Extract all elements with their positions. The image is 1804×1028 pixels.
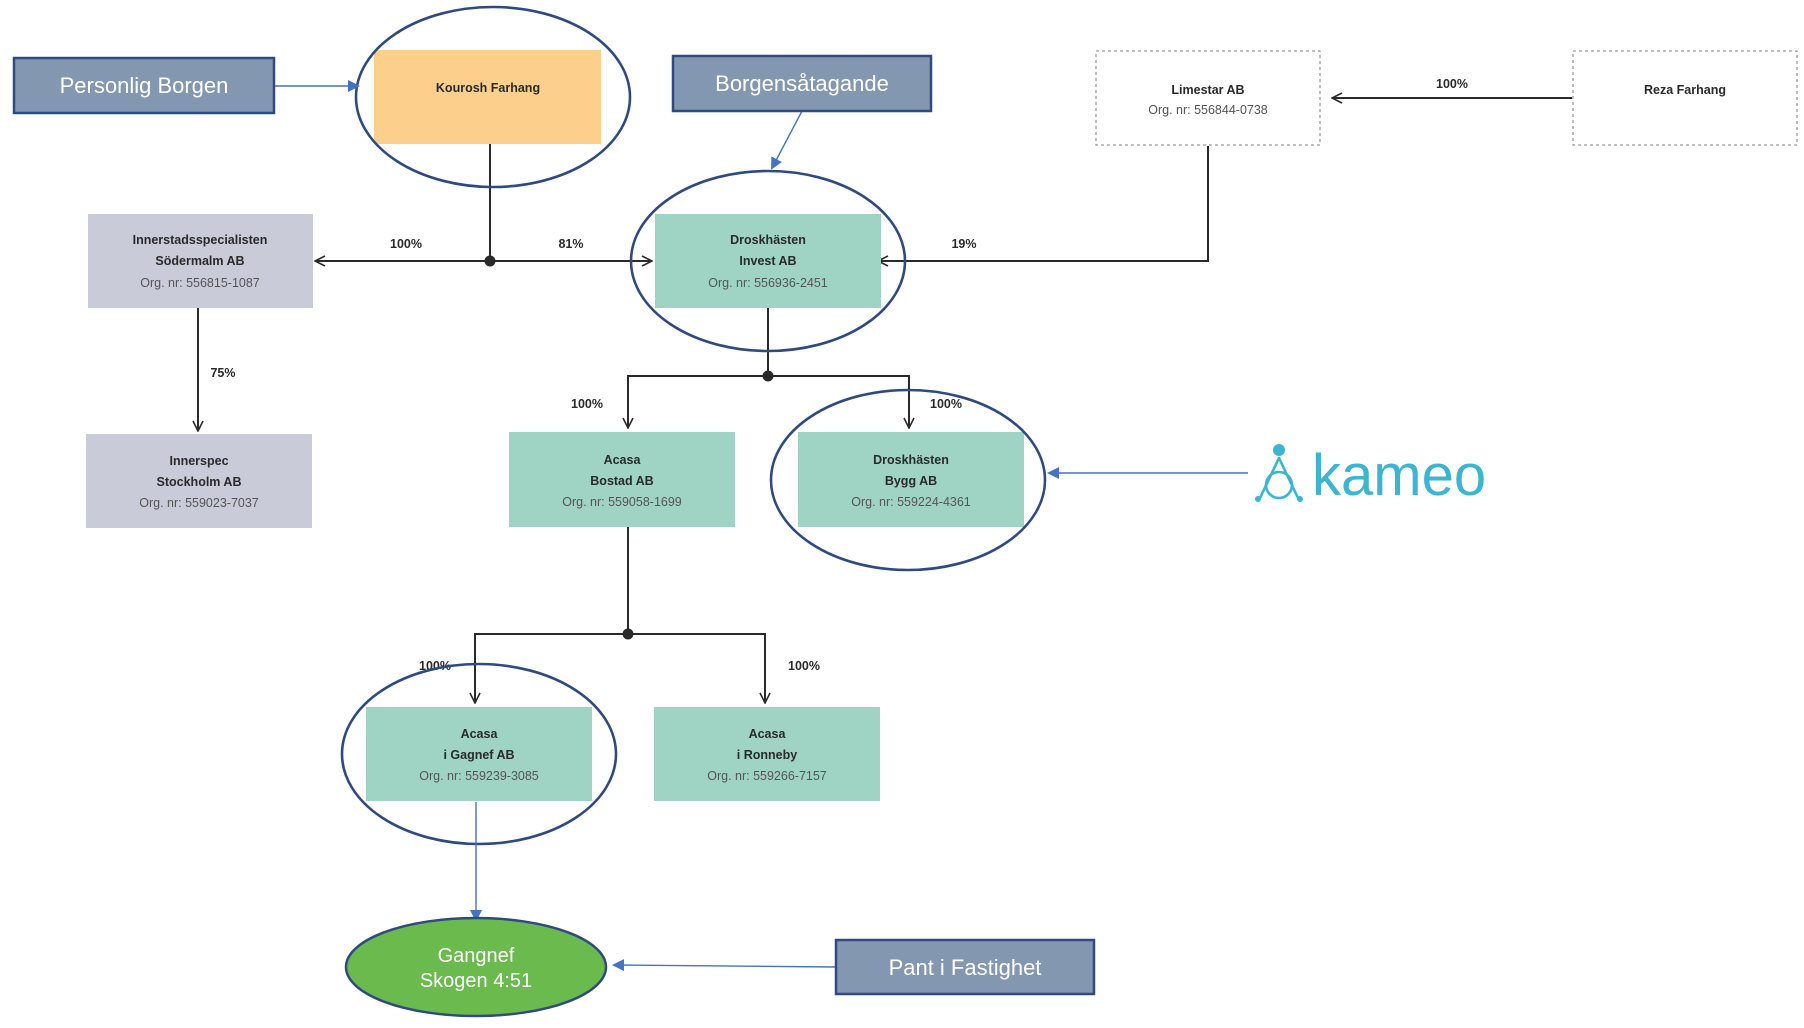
node-innerstadsspecialisten: Innerstadsspecialisten Södermalm AB Org.… bbox=[88, 214, 313, 308]
callout-borgensatagande-label: Borgensåtagande bbox=[715, 71, 889, 96]
pct-bostad-ronneby: 100% bbox=[788, 659, 820, 673]
node-innerspec-line1: Innerspec bbox=[169, 454, 228, 468]
connectors bbox=[198, 98, 1572, 703]
node-droskhasten-invest-line1: Droskhästen bbox=[730, 233, 806, 247]
pct-kourosh-innerstads: 100% bbox=[390, 237, 422, 251]
property-line1: Gangnef bbox=[438, 945, 515, 967]
node-droskhasten-invest-org: Org. nr: 556936-2451 bbox=[708, 276, 828, 290]
pct-kourosh-droskhasten: 81% bbox=[558, 237, 583, 251]
bostad-to-gagnef-line bbox=[475, 633, 628, 703]
highlight-ellipse-kourosh bbox=[354, 5, 632, 189]
property-line2: Skogen 4:51 bbox=[420, 970, 532, 992]
node-droskhasten-bygg: Droskhästen Bygg AB Org. nr: 559224-4361 bbox=[798, 432, 1024, 527]
pct-reza-limestar: 100% bbox=[1436, 77, 1468, 91]
node-acasa-bostad-line1: Acasa bbox=[604, 453, 642, 467]
node-acasa-gagnef: Acasa i Gagnef AB Org. nr: 559239-3085 bbox=[366, 707, 592, 801]
node-acasa-gagnef-line1: Acasa bbox=[461, 727, 499, 741]
pct-innerstads-innerspec: 75% bbox=[210, 366, 235, 380]
node-innerstads-line2: Södermalm AB bbox=[155, 254, 244, 268]
node-limestar: Limestar AB Org. nr: 556844-0738 bbox=[1095, 50, 1321, 146]
arrow-borgensatagande bbox=[771, 110, 803, 170]
callout-pant-i-fastighet-label: Pant i Fastighet bbox=[889, 955, 1042, 980]
node-reza-farhang: Reza Farhang bbox=[1572, 50, 1798, 146]
callout-personlig-borgen: Personlig Borgen bbox=[12, 56, 276, 115]
node-droskhasten-invest: Droskhästen Invest AB Org. nr: 556936-24… bbox=[655, 214, 881, 308]
kameo-logo-text: kameo bbox=[1312, 443, 1486, 508]
pct-droskhasten-bygg: 100% bbox=[930, 397, 962, 411]
limestar-to-droskhasten-line bbox=[878, 146, 1209, 261]
node-acasa-bostad: Acasa Bostad AB Org. nr: 559058-1699 bbox=[509, 432, 735, 527]
node-acasa-gagnef-org: Org. nr: 559239-3085 bbox=[419, 769, 539, 783]
callout-personlig-borgen-label: Personlig Borgen bbox=[60, 73, 229, 98]
junction-dot-bostad bbox=[622, 628, 634, 640]
callout-arrows bbox=[274, 80, 1248, 972]
node-acasa-ronneby: Acasa i Ronneby Org. nr: 559266-7157 bbox=[654, 707, 880, 801]
property-gangnef-skogen: Gangnef Skogen 4:51 bbox=[344, 916, 608, 1018]
pct-limestar-droskhasten: 19% bbox=[951, 237, 976, 251]
node-droskhasten-bygg-line2: Bygg AB bbox=[885, 474, 937, 488]
node-limestar-name: Limestar AB bbox=[1171, 83, 1244, 97]
droskhasten-to-bostad-line bbox=[628, 375, 768, 428]
node-kourosh-farhang: Kourosh Farhang bbox=[374, 50, 601, 144]
junction-dots bbox=[484, 255, 774, 640]
node-reza-name: Reza Farhang bbox=[1644, 83, 1726, 97]
callout-borgensatagande: Borgensåtagande bbox=[671, 54, 933, 113]
highlight-ellipses bbox=[340, 5, 1047, 846]
junction-dot-droskhasten bbox=[762, 370, 774, 382]
node-droskhasten-invest-line2: Invest AB bbox=[739, 254, 796, 268]
droskhasten-to-bygg-line bbox=[768, 375, 909, 428]
highlight-ellipse-acasa-gagnef bbox=[340, 662, 618, 846]
node-acasa-gagnef-line2: i Gagnef AB bbox=[443, 748, 514, 762]
node-droskhasten-bygg-org: Org. nr: 559224-4361 bbox=[851, 495, 971, 509]
node-innerspec-org: Org. nr: 559023-7037 bbox=[139, 496, 259, 510]
node-droskhasten-bygg-line1: Droskhästen bbox=[873, 453, 949, 467]
arrow-pant-i-fastighet bbox=[612, 959, 837, 972]
callout-pant-i-fastighet: Pant i Fastighet bbox=[834, 938, 1096, 996]
node-acasa-ronneby-line2: i Ronneby bbox=[737, 748, 797, 762]
node-acasa-bostad-org: Org. nr: 559058-1699 bbox=[562, 495, 682, 509]
node-acasa-ronneby-org: Org. nr: 559266-7157 bbox=[707, 769, 827, 783]
kameo-logo-icon bbox=[1255, 444, 1303, 502]
kameo-logo: kameo bbox=[1255, 443, 1486, 508]
node-limestar-org: Org. nr: 556844-0738 bbox=[1148, 103, 1268, 117]
junction-dot-kourosh bbox=[484, 255, 496, 267]
node-innerstads-line1: Innerstadsspecialisten bbox=[133, 233, 268, 247]
node-innerstads-org: Org. nr: 556815-1087 bbox=[140, 276, 260, 290]
node-innerspec: Innerspec Stockholm AB Org. nr: 559023-7… bbox=[86, 434, 312, 528]
highlight-ellipse-droskhasten-invest bbox=[629, 169, 907, 353]
pct-droskhasten-bostad: 100% bbox=[571, 397, 603, 411]
node-innerspec-line2: Stockholm AB bbox=[157, 475, 242, 489]
node-kourosh-name: Kourosh Farhang bbox=[436, 81, 540, 95]
highlight-ellipse-droskhasten-bygg bbox=[769, 388, 1047, 572]
bostad-to-ronneby-line bbox=[628, 633, 765, 703]
node-acasa-ronneby-line1: Acasa bbox=[749, 727, 787, 741]
node-acasa-bostad-line2: Bostad AB bbox=[590, 474, 653, 488]
